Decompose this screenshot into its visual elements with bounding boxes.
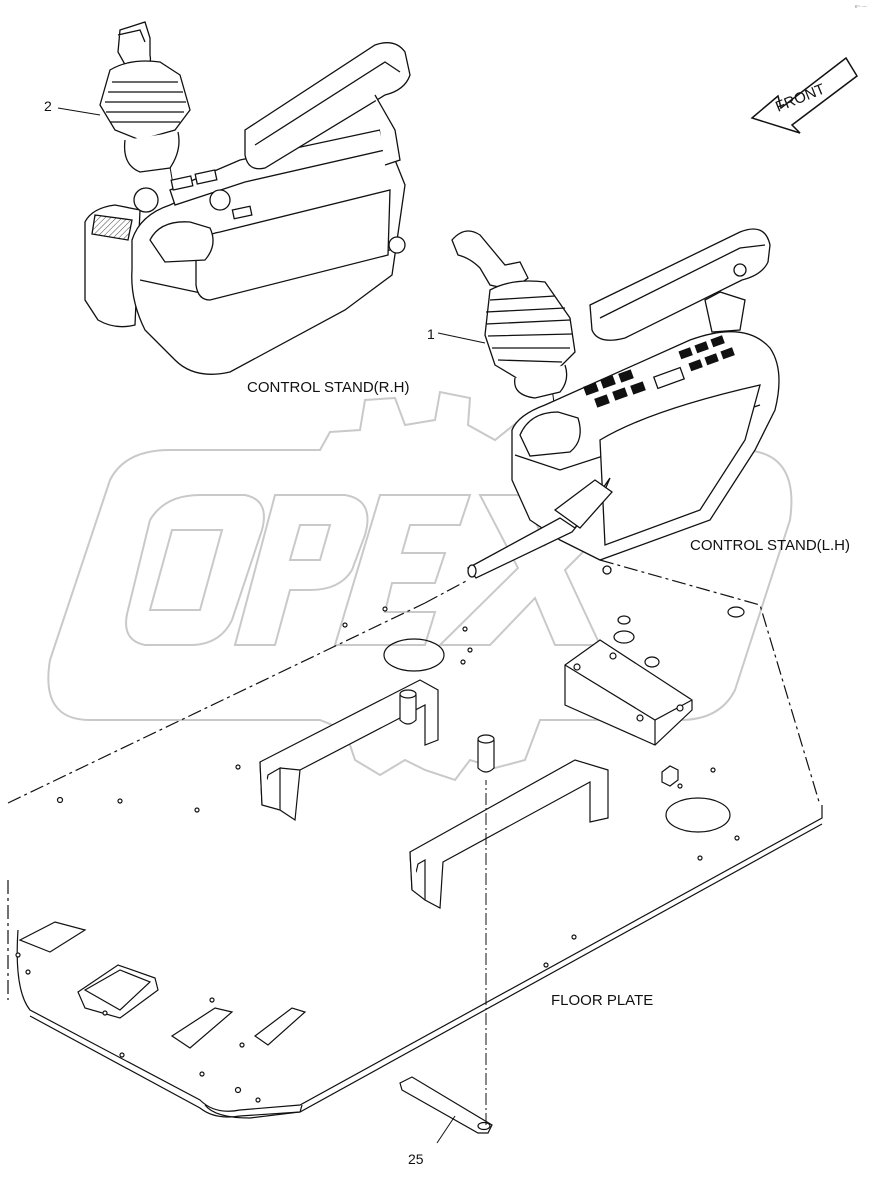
junction-box — [564, 639, 693, 746]
floor-plate-label: FLOOR PLATE — [551, 992, 654, 1009]
callout-1: 1 — [427, 326, 435, 342]
channel-bracket-upper — [259, 679, 439, 822]
control-stand-lh-label: CONTROL STAND(L.H) — [690, 537, 851, 554]
corner-code: e~ --- — [854, 4, 867, 10]
strap-bracket — [399, 1076, 493, 1134]
channel-bracket-lower — [409, 759, 609, 909]
control-stand-rh — [84, 21, 411, 375]
control-stand-lh — [451, 228, 780, 579]
callout-2: 2 — [44, 98, 52, 114]
floor-plate — [7, 559, 823, 1119]
pins — [399, 689, 679, 787]
front-arrow-icon — [750, 56, 858, 134]
callout-25: 25 — [408, 1151, 424, 1167]
control-stand-rh-label: CONTROL STAND(R.H) — [247, 379, 410, 396]
